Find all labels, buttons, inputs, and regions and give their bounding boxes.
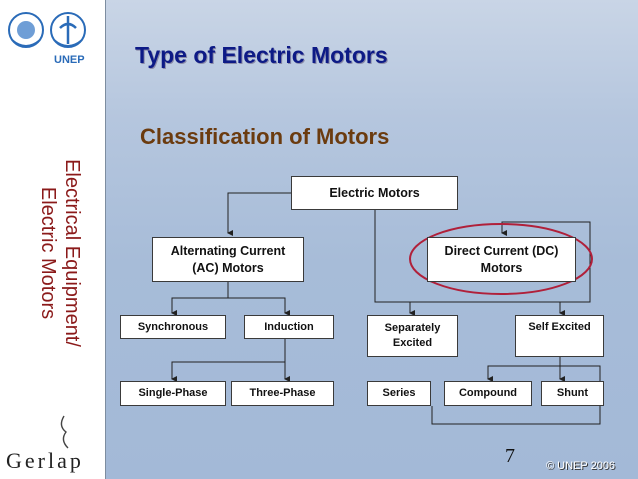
flame-icon [60,415,69,449]
slide-subtitle: Classification of Motors [140,124,390,149]
page-number: 7 [505,445,515,467]
node-three-phase: Three-Phase [231,381,334,406]
separately-line2: Excited [392,337,433,349]
connector-root-down [374,210,565,316]
node-electric-motors: Electric Motors [291,176,458,210]
node-induction: Induction [244,315,334,339]
node-shunt: Shunt [541,381,604,406]
ac-line1: Alternating Current [170,243,286,258]
dc-line2: Motors [480,260,523,275]
node-single-phase: Single-Phase [120,381,226,406]
connector-induction-phases [171,339,286,382]
ac-line2: (AC) Motors [192,260,264,275]
copyright-notice: © UNEP 2006 [546,460,616,472]
node-synchronous: Synchronous [120,315,226,339]
brand-name: Gerlap [6,448,84,473]
un-emblem-icon [8,12,86,48]
sidebar: UNEP Electrical Equipment/ Electric Moto… [0,0,106,479]
node-self-excited: Self Excited [515,315,604,357]
separately-line1: Separately [384,322,441,334]
connector-dc-loop [501,221,591,303]
connector-self-excited [487,357,561,382]
node-ac-motors: Alternating Current (AC) Motors [152,237,304,282]
gerlap-logo: Gerlap [2,412,102,476]
node-compound: Compound [444,381,532,406]
connector-series-loop [431,365,601,425]
logos: UNEP [6,6,101,76]
connector-ac-children [171,282,229,316]
node-separately-excited: Separately Excited [367,315,458,357]
dc-highlight-ellipse [409,223,593,295]
slide-title: Type of Electric Motors [135,42,388,68]
connector-root-ac [227,192,291,236]
dc-line1: Direct Current (DC) [444,243,559,258]
unep-label: UNEP [54,54,85,66]
node-dc-motors: Direct Current (DC) Motors [427,237,576,282]
node-series: Series [367,381,431,406]
